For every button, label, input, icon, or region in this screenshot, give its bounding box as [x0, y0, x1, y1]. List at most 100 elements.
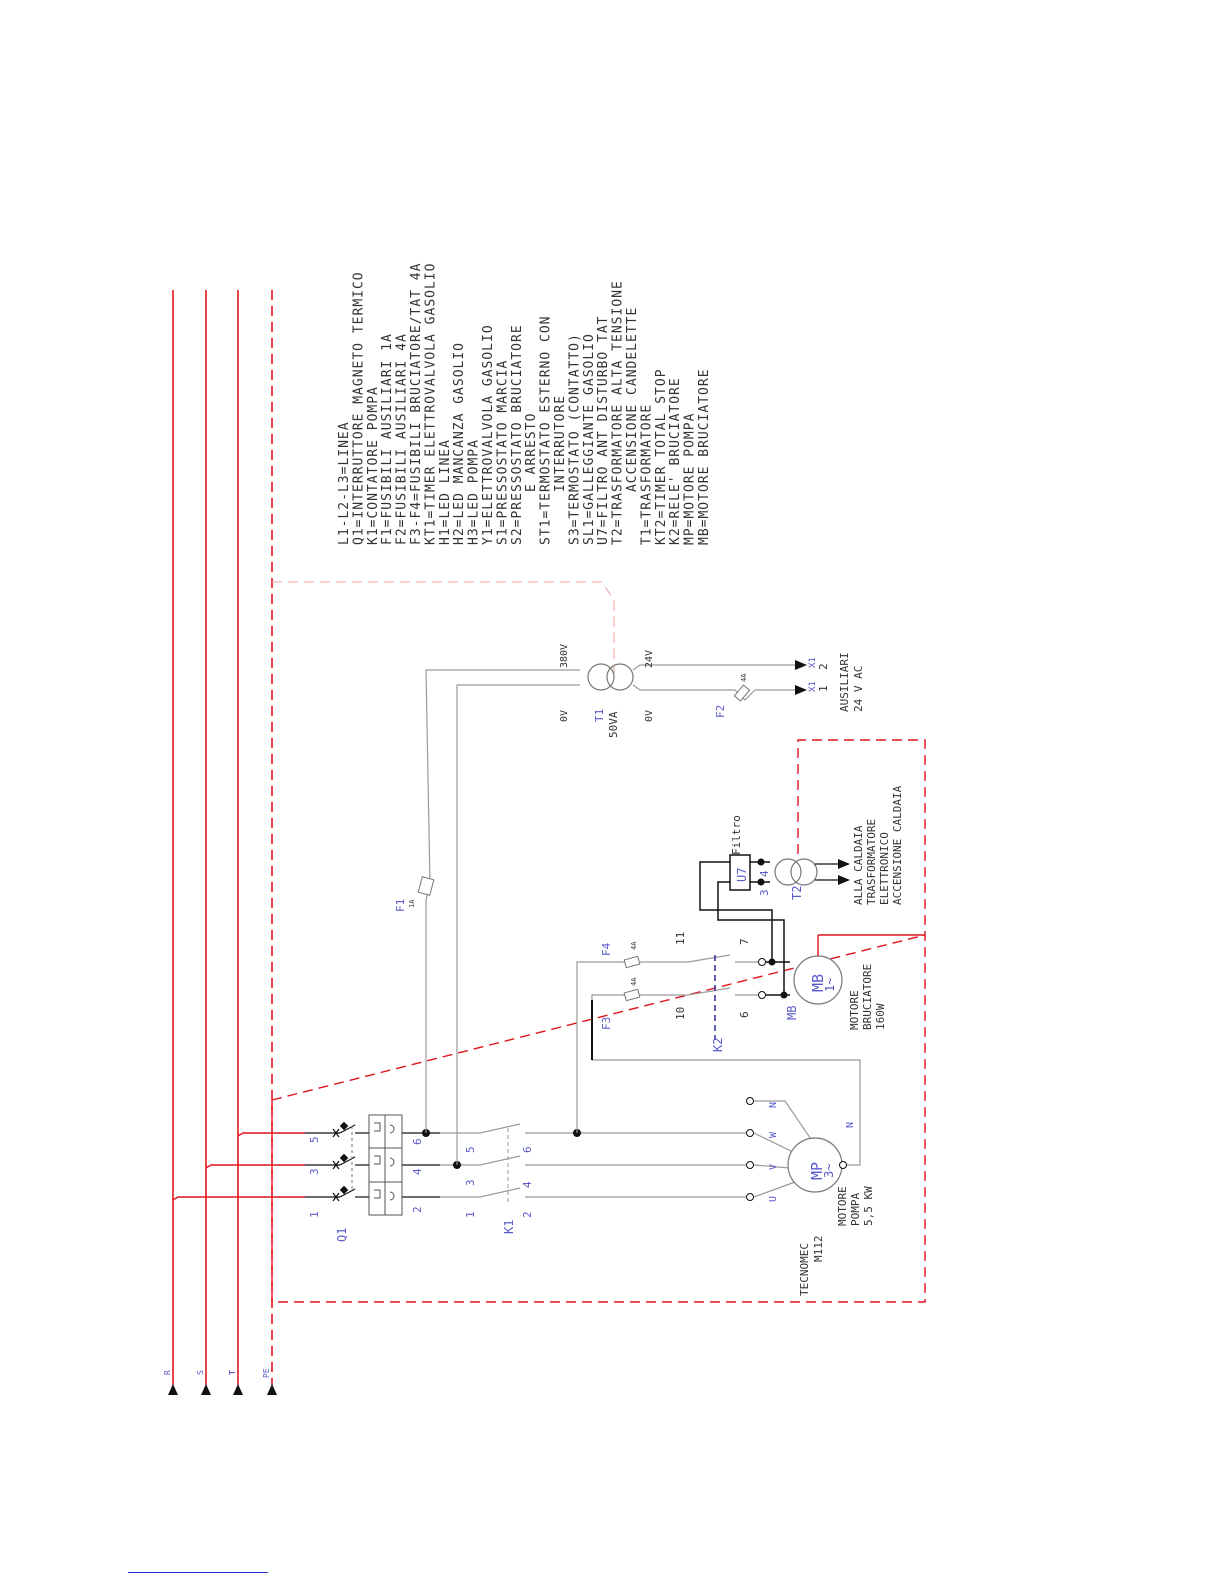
legend-item: U7=FILTRO ANT DISTURBO TAT — [596, 316, 611, 546]
mp-pe: N — [768, 1102, 779, 1108]
motor-pump: MP 3~ U V W N N TECNOMEC M112 MOTORE POM… — [592, 1059, 875, 1296]
aux-voltage: 24 V AC — [852, 666, 865, 712]
transformer-t2: T2 ALLA CALDAIA TRASFORMATORE ELETTRONIC… — [774, 785, 904, 905]
fuse-f3: F3 4A — [600, 977, 641, 1030]
mp-model: M112 — [812, 1236, 825, 1263]
line-s-label: S — [196, 1370, 205, 1375]
legend-item: T1=TRASFORMATORE — [639, 404, 654, 545]
legend-item: S3=TERMOSTATO (CONTATTO) — [567, 333, 582, 545]
arrow-r — [168, 1384, 178, 1395]
legend-item: Q1=INTERRUTTORE MAGNETO TERMICO — [351, 271, 366, 545]
line-r-label: R — [163, 1370, 172, 1375]
mp-desc2: POMPA — [849, 1193, 862, 1226]
mp-desc3: 5,5 KW — [862, 1186, 875, 1226]
aux-terminal-1: 1 — [817, 685, 830, 692]
aux-terminal-2: 2 — [817, 663, 830, 670]
q1-terminal-5: 5 — [308, 1136, 321, 1143]
t1-in-0: 0V — [559, 710, 570, 722]
legend-item: T2=TRASFORMATORE ALTA TENSIONE — [611, 280, 626, 545]
bus-junctions — [422, 1129, 581, 1169]
t2-desc3: ELETTRONICO — [878, 832, 891, 905]
legend-item: SL1=GALLEGGIANTE GASOLIO — [582, 333, 597, 545]
legend-item: F2=FUSIBILI AUSILIARI 4A — [395, 333, 410, 545]
legend-item: MB=MOTORE BRUCIATORE — [697, 368, 712, 545]
f3-rating: 4A — [630, 977, 638, 986]
line-pe-label: PE — [262, 1368, 271, 1378]
enclosure-aux — [272, 581, 615, 680]
u7-terminal-4: 4 — [758, 870, 771, 877]
k2-terminal-11: 11 — [674, 932, 687, 945]
mp-v: V — [768, 1164, 779, 1170]
u7-filtro: Filtro — [730, 815, 743, 855]
legend-item: MP=MOTORE POMPA — [683, 413, 698, 545]
mb-phase: 1~ — [823, 978, 837, 992]
legend-item: L1-L2-L3=LINEA — [337, 421, 352, 545]
t1-out-0: 0V — [644, 710, 655, 722]
k1-terminal-4: 4 — [521, 1181, 534, 1188]
aux-x1-b: X1 — [808, 681, 818, 692]
t2-desc2: TRASFORMATORE — [865, 819, 878, 905]
legend-item: E ARRESTO — [524, 413, 539, 545]
fuse-f4: F4 4A — [600, 941, 641, 969]
u7-terminal-3: 3 — [758, 889, 771, 896]
legend-item: K2=RELE' BRUCIATORE — [668, 377, 683, 545]
k1-terminal-2: 2 — [521, 1211, 534, 1218]
legend: L1-L2-L3=LINEAQ1=INTERRUTTORE MAGNETO TE… — [337, 263, 712, 545]
phase-taps — [172, 1132, 305, 1201]
f3-label: F3 — [600, 1017, 613, 1030]
legend-item: S1=PRESSOSTATO MARCIA — [495, 360, 510, 545]
t2-label: T2 — [790, 886, 804, 900]
mp-maker: TECNOMEC — [798, 1243, 811, 1296]
mb-desc3: 160W — [874, 1003, 887, 1030]
supply-arrows — [168, 1384, 277, 1395]
legend-item: H3=LED POMPA — [467, 439, 482, 545]
legend-item: F3-F4=FUSIBILI BRUCIATORE/TAT 4A — [409, 263, 424, 545]
legend-item: K1=CONTATORE POMPA — [366, 386, 381, 545]
footer-link-underline[interactable] — [128, 1572, 268, 1573]
aux-title: AUSILIARI — [838, 652, 851, 712]
burner-circuit: F4 4A F3 4A 11 10 7 6 K2 — [591, 858, 925, 1060]
contactor-k1: 1 3 5 2 4 6 K1 — [440, 1123, 750, 1234]
t1-label: T1 — [593, 709, 606, 722]
mp-n: N — [845, 1122, 856, 1128]
fuse-f1: F1 1A — [394, 876, 435, 912]
aux-wiring — [425, 669, 625, 1165]
mb-desc2: BRUCIATORE — [861, 964, 874, 1030]
q1-terminal-6: 6 — [411, 1138, 424, 1145]
k2-label: K2 — [711, 1038, 725, 1052]
f4-rating: 4A — [630, 941, 638, 950]
k2-terminal-10: 10 — [674, 1007, 687, 1020]
aux-x1-a: X1 — [808, 657, 818, 668]
f1-label: F1 — [394, 899, 407, 912]
legend-item: KT2=TIMER TOTAL STOP — [654, 368, 669, 545]
k1-terminal-6: 6 — [521, 1146, 534, 1153]
mb-symbol: MB — [809, 974, 827, 992]
f4-label: F4 — [600, 942, 613, 956]
k1-terminal-5: 5 — [464, 1146, 477, 1153]
mp-desc1: MOTORE — [836, 1186, 849, 1226]
legend-item: S2=PRESSOSTATO BRUCIATORE — [510, 324, 525, 545]
mp-u: U — [768, 1196, 779, 1202]
mb-desc1: MOTORE — [848, 990, 861, 1030]
transformer-t1: 380V 0V 24V 0V T1 50VA — [559, 644, 795, 738]
breaker-q1: 1 3 5 2 4 6 Q1 — [305, 1114, 440, 1242]
t1-in-v: 380V — [559, 644, 570, 668]
mp-w: W — [768, 1131, 779, 1138]
k1-label: K1 — [502, 1220, 516, 1234]
t2-desc4: ACCENSIONE CALDAIA — [891, 785, 904, 905]
t2-desc1: ALLA CALDAIA — [852, 825, 865, 905]
legend-item: KT1=TIMER ELETTROVALVOLA GASOLIO — [423, 263, 438, 545]
legend-item: INTERRUTORE — [553, 395, 568, 545]
k1-terminal-1: 1 — [464, 1211, 477, 1218]
legend-item: H1=LED LINEA — [438, 439, 453, 545]
supply-labels: R S T PE — [163, 1368, 271, 1378]
filter-u7: U7 Filtro 3 4 — [729, 815, 771, 896]
mp-symbol: MP — [808, 1162, 826, 1180]
legend-item: ACCENSIONE CANDELETTE — [625, 307, 640, 545]
mb-tag: MB — [785, 1006, 799, 1020]
t1-out-v: 24V — [644, 650, 655, 668]
f1-rating: 1A — [408, 899, 416, 908]
q1-terminal-4: 4 — [411, 1168, 424, 1175]
arrow-s — [201, 1384, 211, 1395]
legend-item: ST1=TERMOSTATO ESTERNO CON — [539, 316, 554, 546]
